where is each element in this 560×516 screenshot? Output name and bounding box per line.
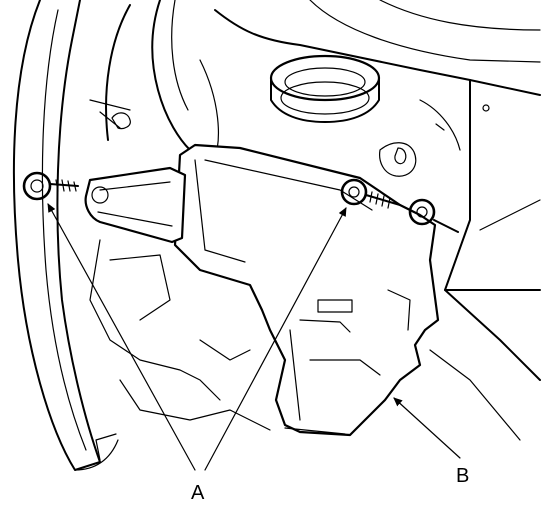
bolt [340,178,401,209]
bolt [22,171,109,204]
seal-ring [269,54,381,123]
bracket [84,166,187,244]
housing [173,143,440,437]
callout-a: A [191,482,205,504]
engine-bay-structure [89,0,541,441]
bolt [408,198,459,233]
leader-lines [47,203,461,471]
fender-panel [12,0,119,471]
callout-b: B [456,465,469,487]
